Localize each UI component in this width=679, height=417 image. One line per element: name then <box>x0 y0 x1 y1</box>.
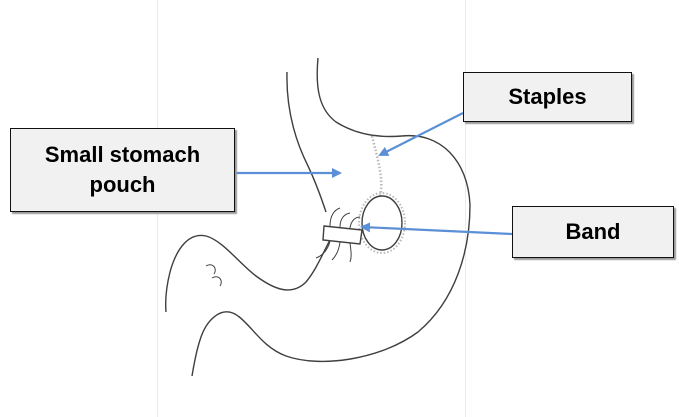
gastric-band <box>323 226 362 244</box>
callout-band-label: Band <box>566 217 621 247</box>
esophagus-left-wall <box>287 72 326 212</box>
callout-small-stomach-pouch-label: Small stomach pouch <box>11 140 234 200</box>
callout-staples-label: Staples <box>508 82 586 112</box>
pylorus-fold-2 <box>212 277 221 286</box>
callout-band: Band <box>512 206 674 258</box>
pouch-bulge <box>362 196 402 250</box>
fold-upper-2 <box>340 213 350 227</box>
fold-lower-2 <box>332 242 340 260</box>
esophagus-right-wall <box>317 58 402 136</box>
fold-upper-1 <box>330 208 340 226</box>
fold-lower-3 <box>350 243 351 262</box>
staple-line <box>372 136 381 196</box>
staples-around-bulge <box>359 193 405 253</box>
pylorus-fold-1 <box>206 265 215 274</box>
arrow-staples <box>380 113 463 155</box>
lesser-curvature <box>166 235 330 312</box>
callout-staples: Staples <box>463 72 632 122</box>
callout-small-stomach-pouch: Small stomach pouch <box>10 128 235 212</box>
arrow-band <box>362 227 512 234</box>
